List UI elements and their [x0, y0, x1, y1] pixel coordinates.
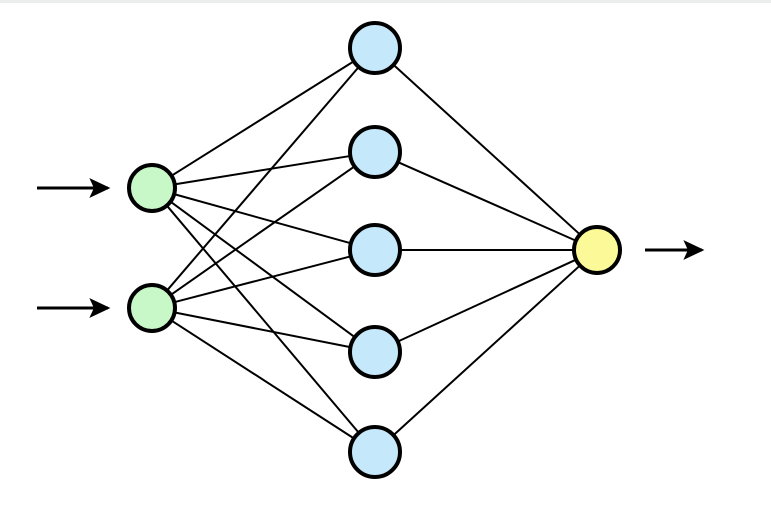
- edge-in-2-to-hid-2: [169, 164, 356, 297]
- node-out-1[interactable]: [572, 225, 622, 275]
- node-hid-2[interactable]: [348, 125, 402, 179]
- top-edge-strip: [0, 0, 771, 3]
- node-hid-4[interactable]: [348, 325, 402, 379]
- edge-hid-5-to-out-1: [392, 264, 582, 437]
- nodes-group: [127, 21, 622, 479]
- edge-in-1-to-hid-5: [165, 204, 361, 435]
- edge-in-1-to-hid-4: [169, 200, 357, 339]
- edges-group: [165, 59, 582, 440]
- edge-in-2-to-hid-4: [173, 311, 352, 349]
- edge-in-1-to-hid-3: [172, 192, 353, 245]
- edge-in-1-to-hid-2: [173, 154, 352, 186]
- arrows-group: [37, 178, 705, 318]
- edge-hid-1-to-out-1: [392, 63, 582, 236]
- edge-in-2-to-hid-5: [169, 319, 356, 440]
- edge-in-1-to-hid-1: [170, 59, 356, 178]
- node-hid-3[interactable]: [348, 223, 402, 277]
- edge-in-2-to-hid-1: [165, 65, 361, 292]
- edge-hid-4-to-out-1: [396, 258, 578, 343]
- node-in-2[interactable]: [127, 283, 177, 333]
- node-hid-1[interactable]: [348, 21, 402, 75]
- node-hid-5[interactable]: [348, 425, 402, 479]
- edge-hid-2-to-out-1: [396, 160, 578, 243]
- edge-in-2-to-hid-3: [173, 255, 353, 304]
- node-in-1[interactable]: [127, 163, 177, 213]
